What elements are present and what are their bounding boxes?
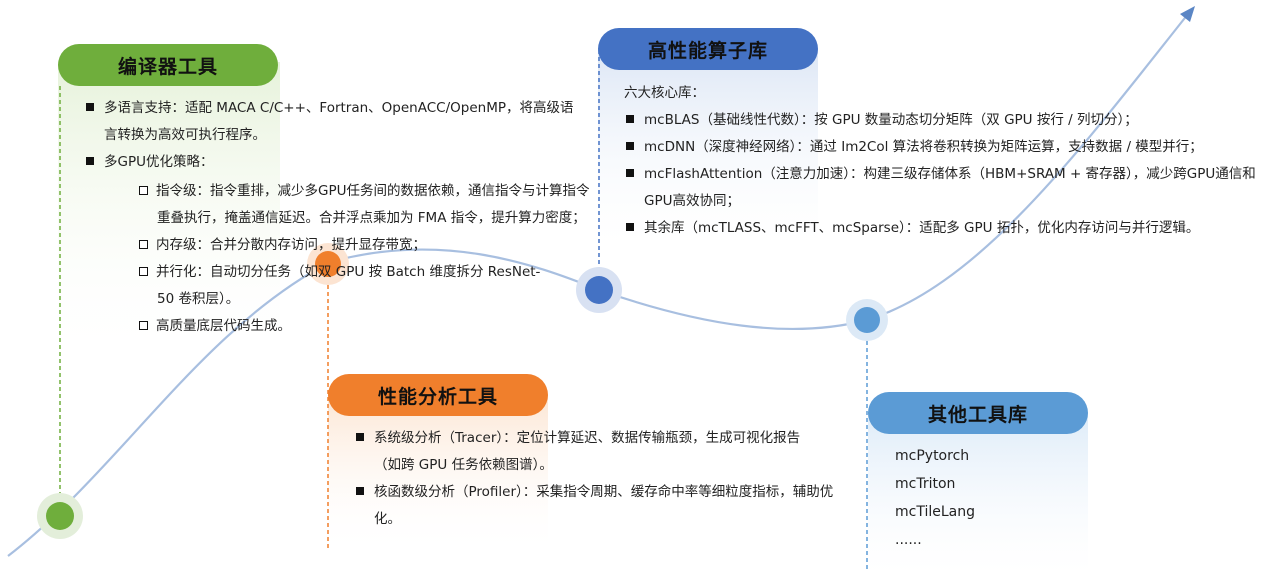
- operator-lib-list: mcBLAS（基础线性代数）：按 GPU 数量动态切分矩阵（双 GPU 按行 /…: [626, 107, 1276, 242]
- compiler-panel-bg: [58, 62, 280, 362]
- arrow-head: [1180, 6, 1195, 22]
- compiler-sub-item-1: 内存级：合并分散内存访问，提升显存带宽；: [139, 232, 589, 259]
- operator-node: [585, 276, 613, 304]
- other-libs-list: mcPytorch mcTriton mcTileLang ......: [895, 442, 975, 554]
- profiler-panel-bg: [328, 395, 548, 555]
- operator-lib-title: 高性能算子库: [598, 28, 818, 70]
- hollow-bullet-icon: [139, 186, 148, 195]
- compiler-sub-list: 指令级：指令重排，减少多GPU任务间的数据依赖，通信指令与计算指令重叠执行，掩盖…: [139, 178, 589, 340]
- other-node: [854, 307, 880, 333]
- bullet-icon: [86, 157, 94, 165]
- operator-lib-intro: 六大核心库：: [624, 85, 705, 101]
- operator-panel-bg: [598, 48, 818, 258]
- compiler-item-0: 多语言支持：适配 MACA C/C++、Fortran、OpenACC/Open…: [86, 95, 574, 149]
- bullet-icon: [356, 433, 364, 441]
- compiler-sub-item-0: 指令级：指令重排，减少多GPU任务间的数据依赖，通信指令与计算指令重叠执行，掩盖…: [139, 178, 597, 232]
- compiler-list: 多语言支持：适配 MACA C/C++、Fortran、OpenACC/Open…: [86, 95, 576, 176]
- bullet-icon: [626, 142, 634, 150]
- other-panel-bg: [868, 412, 1088, 575]
- hollow-bullet-icon: [139, 321, 148, 330]
- other-lib-item: mcPytorch: [895, 448, 970, 464]
- bullet-icon: [626, 115, 634, 123]
- operator-lib-item-1: mcDNN（深度神经网络）：通过 Im2Col 算法将卷积转换为矩阵运算，支持数…: [626, 134, 1276, 161]
- operator-lib-item-3: 其余库（mcTLASS、mcFFT、mcSparse）：适配多 GPU 拓扑，优…: [626, 215, 1276, 242]
- other-lib-item: mcTriton: [895, 476, 956, 492]
- compiler-item-1: 多GPU优化策略：: [86, 149, 576, 176]
- operator-lib-item-2: mcFlashAttention（注意力加速）：构建三级存储体系（HBM+SRA…: [626, 161, 1274, 215]
- bullet-icon: [626, 169, 634, 177]
- bullet-icon: [626, 223, 634, 231]
- profiler-item-1: 核函数级分析（Profiler）：采集指令周期、缓存命中率等细粒度指标，辅助优化…: [356, 479, 834, 533]
- operator-lib-item-0: mcBLAS（基础线性代数）：按 GPU 数量动态切分矩阵（双 GPU 按行 /…: [626, 107, 1276, 134]
- compiler-sub-item-2: 并行化：自动切分任务（如双 GPU 按 Batch 维度拆分 ResNet-50…: [139, 259, 557, 313]
- compiler-sub-item-3: 高质量底层代码生成。: [139, 313, 589, 340]
- hollow-bullet-icon: [139, 267, 148, 276]
- other-libs-title: 其他工具库: [868, 392, 1088, 434]
- other-lib-item: ......: [895, 532, 922, 548]
- compiler-node: [46, 502, 74, 530]
- profiler-title: 性能分析工具: [328, 374, 548, 416]
- bullet-icon: [356, 487, 364, 495]
- profiler-node: [315, 251, 341, 277]
- profiler-list: 系统级分析（Tracer）：定位计算延迟、数据传输瓶颈，生成可视化报告（如跨 G…: [356, 425, 833, 533]
- bullet-icon: [86, 103, 94, 111]
- profiler-item-0: 系统级分析（Tracer）：定位计算延迟、数据传输瓶颈，生成可视化报告（如跨 G…: [356, 425, 824, 479]
- other-lib-item: mcTileLang: [895, 504, 975, 520]
- hollow-bullet-icon: [139, 240, 148, 249]
- compiler-title: 编译器工具: [58, 44, 278, 86]
